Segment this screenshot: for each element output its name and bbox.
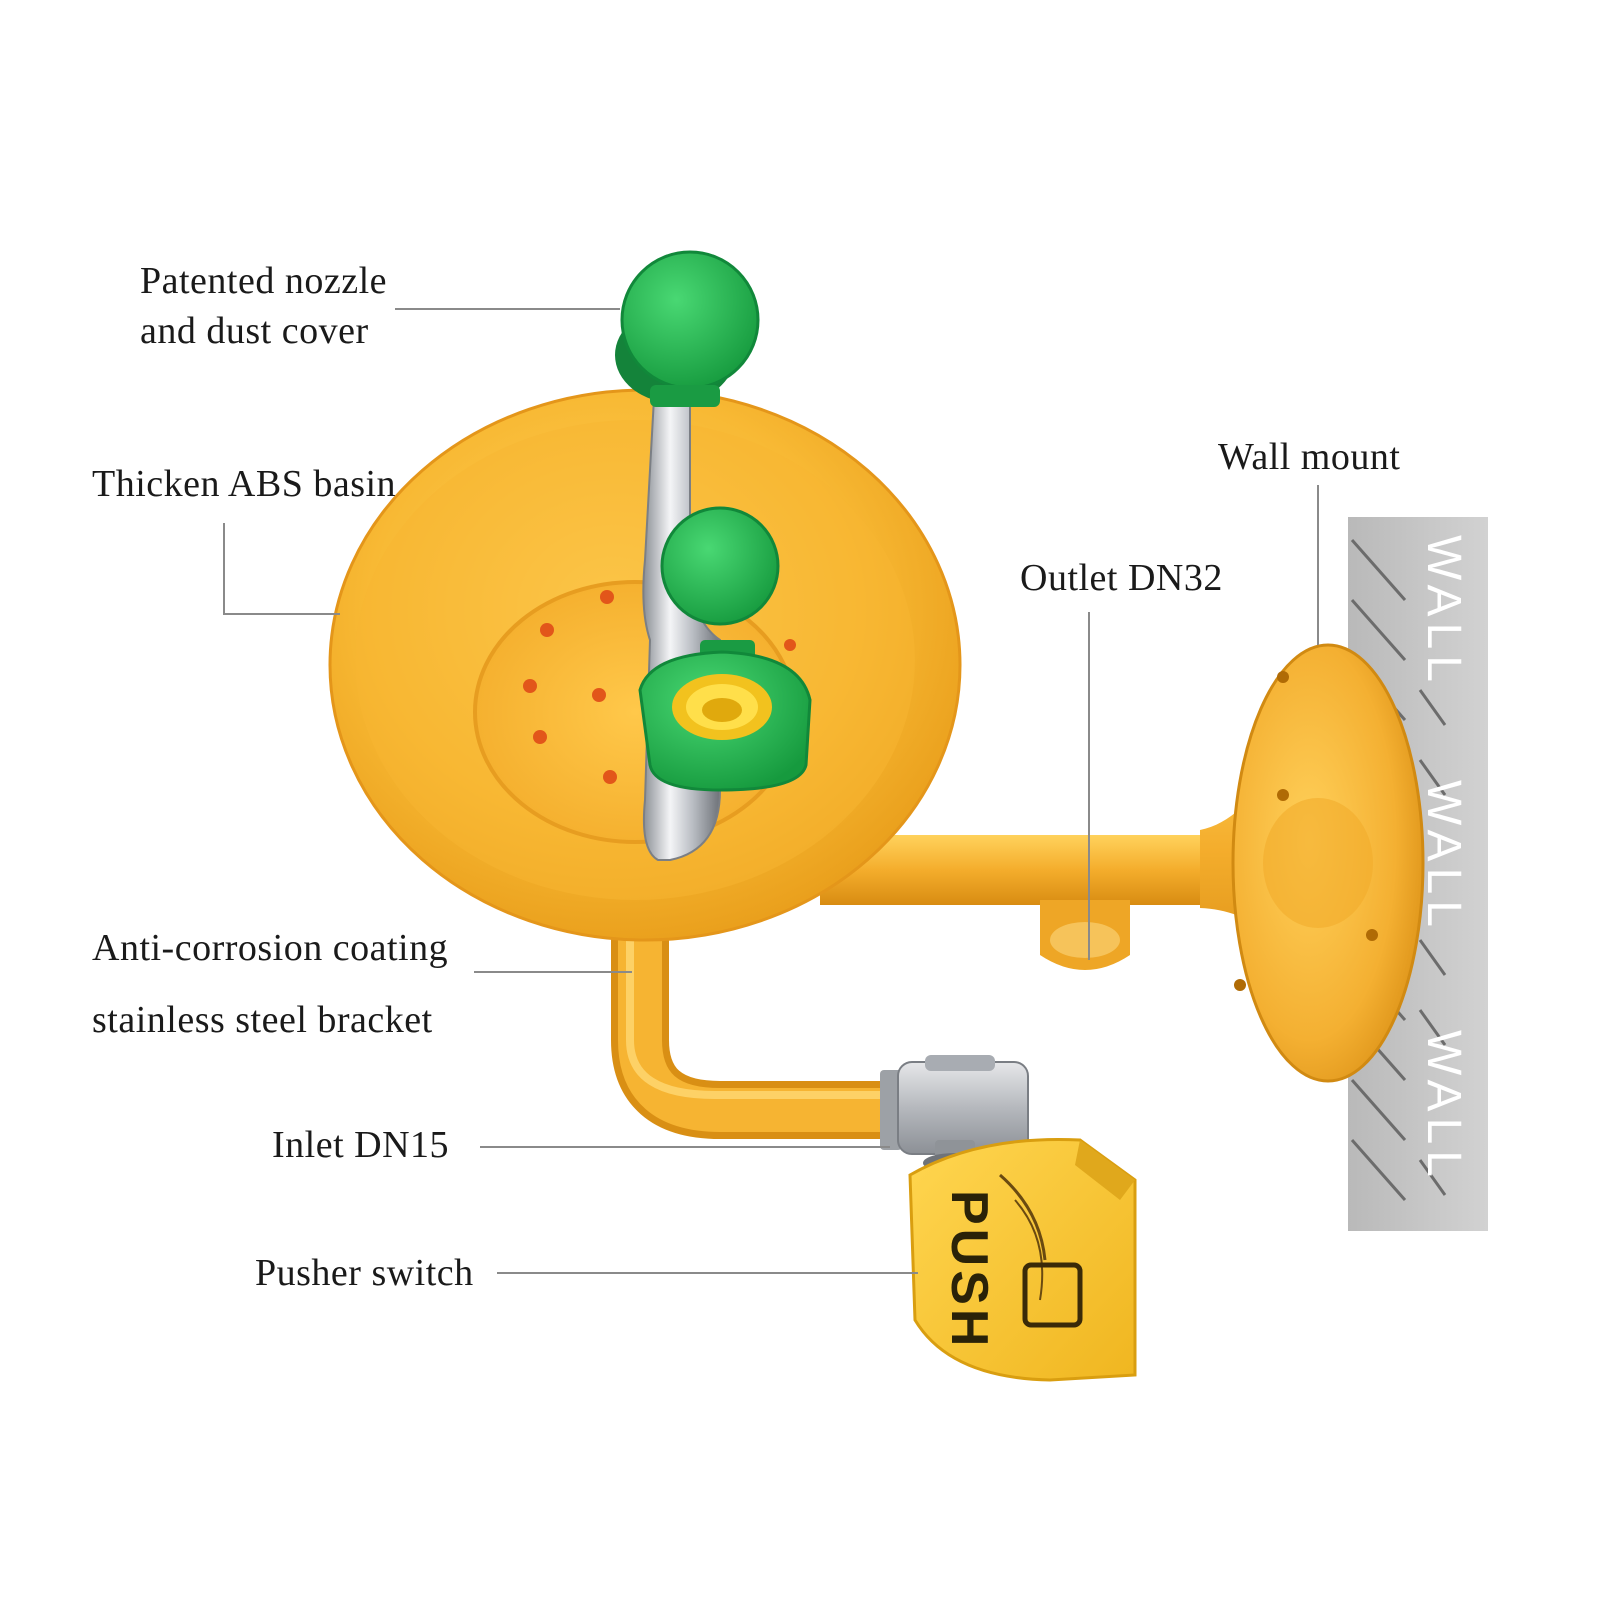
wall-text-1: WALL xyxy=(1417,535,1470,688)
push-label: PUSH xyxy=(940,1190,998,1350)
label-coating: Anti-corrosion coating stainless steel b… xyxy=(92,912,448,1056)
label-nozzle-line-2: and dust cover xyxy=(140,310,369,352)
wall: WALL WALL WALL xyxy=(1348,517,1488,1231)
wall-mount-plate xyxy=(1231,643,1425,1083)
pusher-switch: PUSH xyxy=(908,1137,1137,1382)
label-wall-mount: Wall mount xyxy=(1218,436,1401,478)
wall-text-3: WALL xyxy=(1417,1030,1470,1183)
leader-lines xyxy=(223,308,1319,1274)
label-inlet: Inlet DN15 xyxy=(272,1124,450,1166)
label-nozzle-line-1: Patented nozzle xyxy=(140,260,388,302)
upper-nozzle xyxy=(615,250,760,407)
lower-nozzle xyxy=(638,506,812,792)
inlet-pipe xyxy=(611,871,914,1139)
label-basin: Thicken ABS basin xyxy=(92,463,397,505)
lower-dust-cover xyxy=(660,506,780,626)
label-pusher: Pusher switch xyxy=(255,1252,474,1294)
upper-dust-cover xyxy=(620,250,760,390)
hand-icon xyxy=(1022,1262,1083,1328)
leader-basin xyxy=(223,523,340,615)
label-coating-line-2: stainless steel bracket xyxy=(92,999,433,1041)
wall-text-2: WALL xyxy=(1417,780,1470,933)
abs-basin xyxy=(328,388,962,942)
label-outlet: Outlet DN32 xyxy=(1020,557,1223,599)
label-coating-line-1: Anti-corrosion coating xyxy=(92,927,449,969)
label-nozzle: Patented nozzle and dust cover xyxy=(140,256,387,356)
